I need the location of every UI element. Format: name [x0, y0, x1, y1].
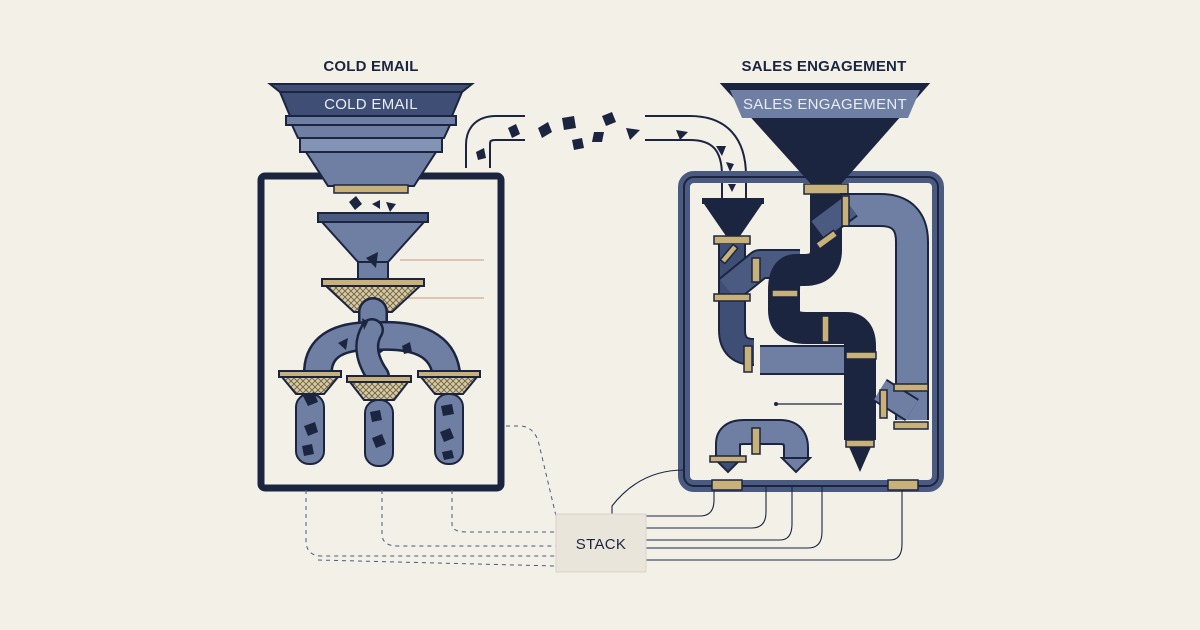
stack-label: STACK	[576, 536, 626, 553]
sales-engagement-hopper-label: SALES ENGAGEMENT	[743, 96, 907, 113]
pipe-couplings	[709, 195, 929, 491]
particle-icon	[349, 196, 396, 212]
cold-email-hopper: COLD EMAIL	[267, 83, 475, 194]
stack-hub: STACK	[305, 425, 903, 573]
cold-email-system: COLD EMAIL COLD EMAIL	[257, 58, 505, 492]
sales-engagement-title: SALES ENGAGEMENT	[742, 58, 907, 75]
transfer-chute	[465, 105, 747, 200]
funnel-icon	[702, 198, 764, 245]
pipe-icon	[715, 193, 929, 461]
particle-icon	[338, 318, 412, 354]
funnel-icon	[317, 212, 429, 283]
sales-engagement-hopper: SALES ENGAGEMENT	[719, 83, 931, 195]
right-connectors	[611, 469, 903, 561]
particle-icon	[302, 392, 454, 460]
particle-icon	[476, 112, 736, 192]
cold-email-title: COLD EMAIL	[323, 58, 418, 75]
sales-engagement-system: SALES ENGAGEMENT SALES ENGAGEMENT	[678, 58, 944, 492]
left-connectors	[305, 425, 557, 567]
stack-box	[555, 513, 647, 573]
pipe-icon	[303, 297, 461, 388]
cold-email-hopper-label: COLD EMAIL	[324, 96, 418, 113]
